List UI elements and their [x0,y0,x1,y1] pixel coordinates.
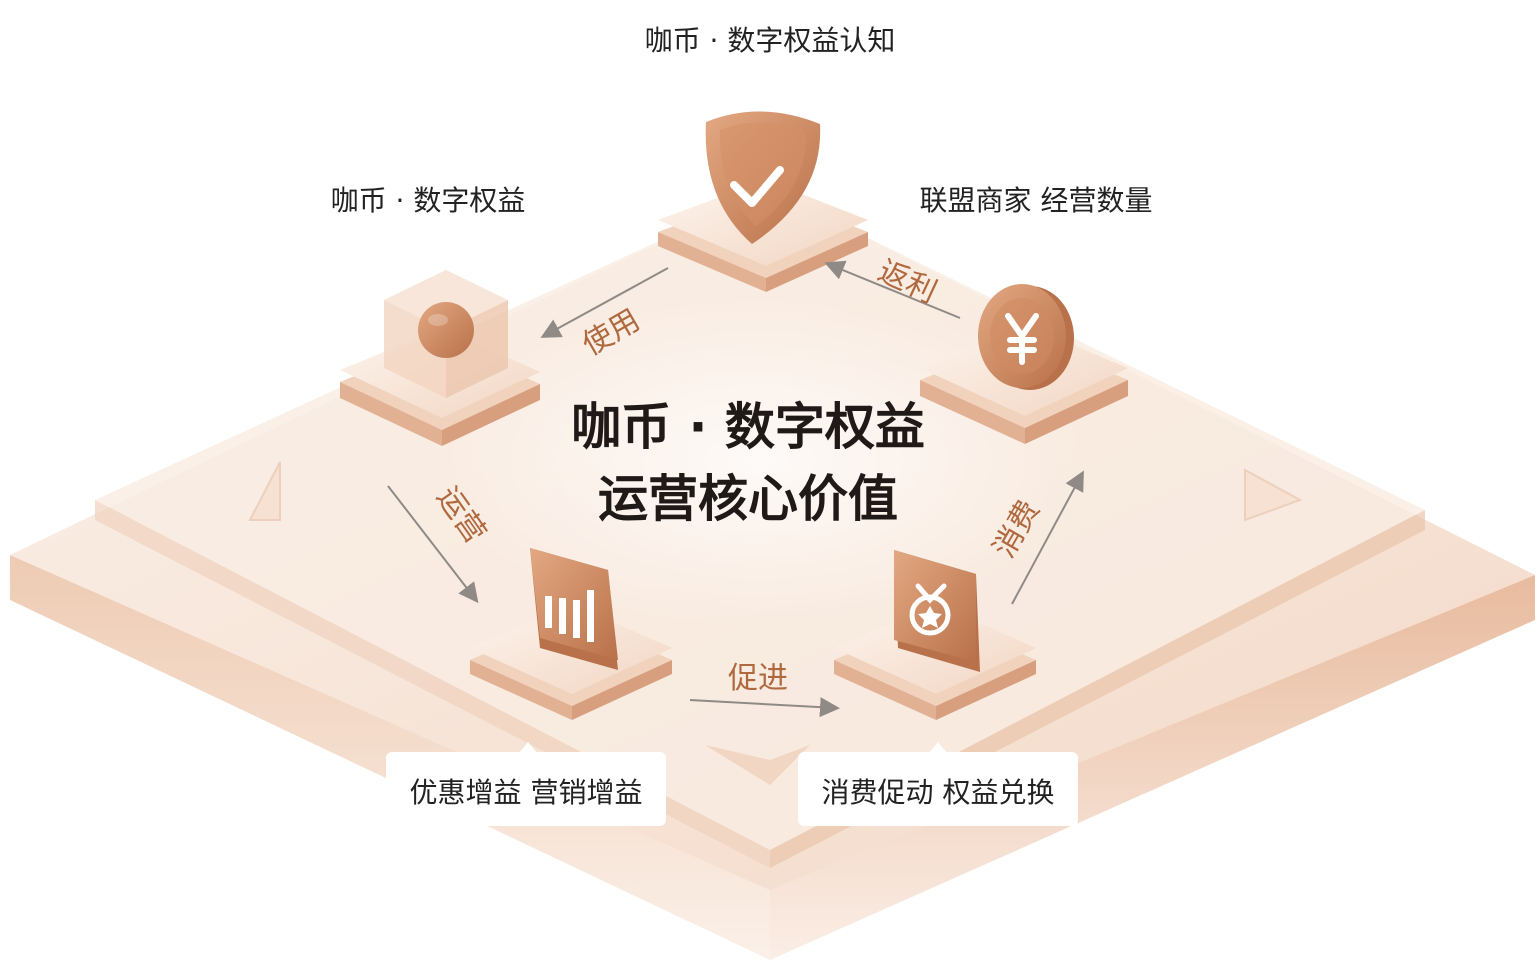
arrow-rebate [824,260,961,319]
deco-triangle-bottom [705,745,810,785]
tile-left [340,270,540,446]
label-left: 咖币 · 数字权益 [331,184,526,217]
arrow-consume [1011,470,1084,605]
label-bottom-left: 优惠增益 营销增益 [410,776,643,809]
center-glow [430,290,1090,630]
tile-bottom-left [470,548,672,720]
cube-sphere-icon [384,270,508,398]
flow-label-promote: 促进 [728,661,788,696]
arrow-operate [387,485,479,604]
tile-top [658,111,868,292]
arrow-use [540,267,669,338]
arrow-promote [689,697,840,718]
platform [10,190,1535,960]
center-title-line2: 运营核心价值 [598,470,898,528]
medal-badge-icon [894,550,980,672]
shield-check-icon [705,111,821,244]
deco-triangle-right [1244,468,1303,522]
label-right: 联盟商家 经营数量 [920,184,1153,217]
tile-right [920,284,1128,444]
callout-bottom-right: 消费促动 权益兑换 [798,742,1078,826]
bar-chart-icon [530,548,618,670]
flow-arrows [387,260,1084,718]
deco-triangle-left [248,461,281,521]
tile-bottom-right [834,550,1036,720]
label-top: 咖币 · 数字权益认知 [645,24,896,57]
yen-coin-icon [978,284,1074,390]
label-bottom-right: 消费促动 权益兑换 [822,776,1055,809]
callout-bottom-left: 优惠增益 营销增益 [386,742,666,826]
platform-side-right [770,575,1535,960]
center-title-line1: 咖币 · 数字权益 [571,398,925,456]
